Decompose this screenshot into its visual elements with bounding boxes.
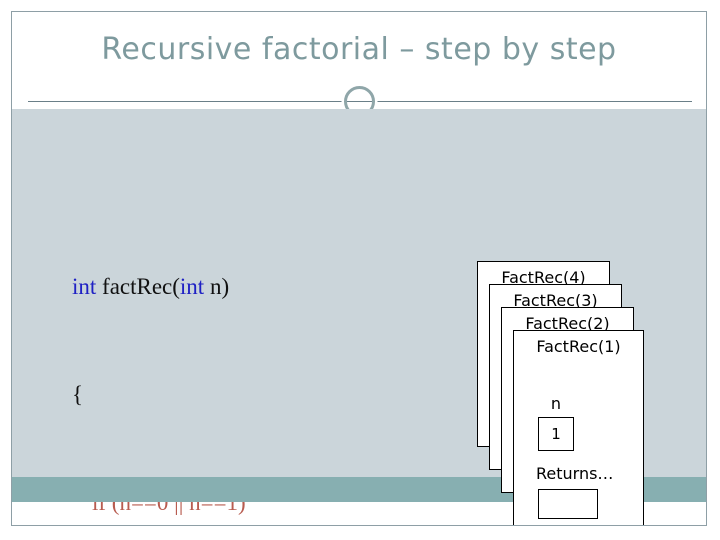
code-token: int <box>179 274 210 299</box>
code-listing: int factRec(int n) { if (n==0 || n==1) r… <box>26 161 386 525</box>
stack-frame-label: FactRec(3) <box>513 291 598 310</box>
code-token: n) <box>209 274 230 299</box>
returns-label: Returns… <box>536 464 614 483</box>
code-line: { <box>26 341 386 407</box>
code-line: int factRec(int n) <box>26 233 386 299</box>
returns-value-box <box>538 489 598 519</box>
slide-body: int factRec(int n) { if (n==0 || n==1) r… <box>12 109 706 525</box>
page-title: Recursive factorial – step by step <box>101 32 617 67</box>
slide: Recursive factorial – step by step int f… <box>11 11 707 526</box>
code-token: int <box>72 274 103 299</box>
stack-frame-label: FactRec(1) <box>536 337 621 356</box>
stack-frame-label: FactRec(2) <box>525 314 610 333</box>
variable-value-box: 1 <box>538 417 574 451</box>
code-token: { <box>72 382 84 407</box>
stack-frame-label: FactRec(4) <box>501 268 586 287</box>
code-token: factRec( <box>102 274 180 299</box>
variable-label: n <box>550 394 562 413</box>
stack-frame-active: FactRec(1) n 1 Returns… <box>513 330 644 525</box>
